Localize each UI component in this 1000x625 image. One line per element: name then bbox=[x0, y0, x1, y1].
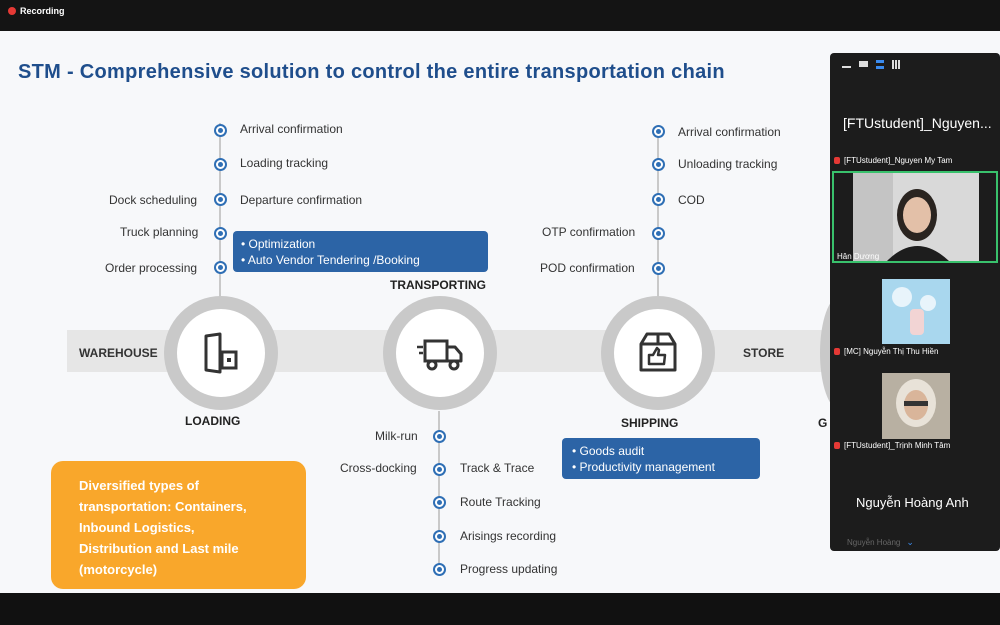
stage-label-transporting: TRANSPORTING bbox=[390, 278, 486, 292]
recording-label: Recording bbox=[20, 6, 65, 16]
stage-label-partial: G bbox=[818, 416, 828, 430]
speaker-view-icon[interactable] bbox=[876, 59, 884, 69]
step-label: Dock scheduling bbox=[109, 193, 198, 207]
timeline-dot bbox=[214, 158, 227, 171]
participant-avatar-image bbox=[882, 373, 950, 439]
view-switcher bbox=[830, 53, 1000, 75]
strip-view-icon[interactable] bbox=[859, 61, 868, 67]
participant-label: [MC] Nguyễn Thị Thu Hiền bbox=[834, 347, 938, 356]
shipping-stage-circle bbox=[601, 296, 715, 410]
truck-icon bbox=[417, 339, 463, 371]
timeline-dot bbox=[433, 430, 446, 443]
muted-mic-icon bbox=[834, 157, 840, 164]
timeline-dot bbox=[214, 227, 227, 240]
minimize-icon[interactable] bbox=[842, 66, 851, 68]
step-label: Track & Trace bbox=[460, 461, 535, 475]
participant-name: [MC] Nguyễn Thị Thu Hiền bbox=[844, 347, 939, 356]
step-label: Progress updating bbox=[460, 562, 558, 576]
participant-label: [FTUstudent]_Trịnh Minh Tâm bbox=[834, 441, 950, 450]
shipping-box: • Goods audit • Productivity management bbox=[562, 438, 760, 479]
stage-label-shipping: SHIPPING bbox=[621, 416, 679, 430]
slide-title: STM - Comprehensive solution to control … bbox=[18, 61, 725, 83]
participant-tile[interactable]: [FTUstudent]_Trịnh Minh Tâm bbox=[832, 363, 998, 455]
step-label: Departure confirmation bbox=[240, 193, 363, 207]
timeline-dot bbox=[433, 496, 446, 509]
step-label: OTP confirmation bbox=[542, 225, 636, 239]
step-label: Order processing bbox=[105, 261, 198, 275]
step-label: Arrival confirmation bbox=[678, 125, 781, 139]
step-label: Milk-run bbox=[375, 429, 418, 443]
step-label: Arisings recording bbox=[460, 529, 557, 543]
box-line: • Optimization bbox=[241, 237, 316, 251]
bottom-bar bbox=[0, 593, 1000, 625]
box-line: transportation: Containers, bbox=[79, 499, 247, 514]
step-label: Truck planning bbox=[120, 225, 199, 239]
recording-indicator: Recording bbox=[8, 6, 65, 16]
participant-tile[interactable]: [MC] Nguyễn Thị Thu Hiền bbox=[832, 269, 998, 359]
box-line: Inbound Logistics, bbox=[79, 520, 195, 535]
timeline-dot bbox=[433, 563, 446, 576]
box-line: • Auto Vendor Tendering /Booking bbox=[241, 253, 420, 267]
optimization-box: • Optimization • Auto Vendor Tendering /… bbox=[233, 231, 488, 272]
step-label: COD bbox=[678, 193, 705, 207]
step-label: Cross-docking bbox=[340, 461, 417, 475]
transporting-stage-circle bbox=[383, 296, 497, 410]
box-line: Diversified types of bbox=[79, 478, 199, 493]
box-line: • Productivity management bbox=[572, 460, 715, 474]
muted-mic-icon bbox=[834, 348, 840, 355]
participant-name-large: Nguyễn Hoàng Anh bbox=[856, 495, 969, 510]
top-bar: Recording bbox=[0, 0, 1000, 31]
loading-connector bbox=[219, 123, 221, 298]
shipping-connector bbox=[657, 126, 659, 298]
timeline-dot bbox=[433, 530, 446, 543]
step-label: POD confirmation bbox=[540, 261, 635, 275]
stage-label-loading: LOADING bbox=[185, 414, 241, 428]
transport-connector bbox=[438, 411, 440, 571]
band-label-warehouse: WAREHOUSE bbox=[79, 346, 158, 360]
door-icon bbox=[204, 332, 238, 374]
participant-name: Nguyễn Hoàng bbox=[847, 538, 901, 547]
timeline-dot bbox=[214, 261, 227, 274]
scroll-participant-label[interactable]: Nguyễn Hoàng ⌄ bbox=[847, 537, 914, 548]
step-label: Route Tracking bbox=[460, 495, 541, 509]
step-label: Unloading tracking bbox=[678, 157, 778, 171]
participant-avatar-image bbox=[882, 279, 950, 344]
box-line: Distribution and Last mile bbox=[79, 541, 239, 556]
participant-name: Hân Dương bbox=[837, 252, 880, 261]
participant-video bbox=[853, 173, 979, 261]
step-label: Arrival confirmation bbox=[240, 122, 343, 136]
timeline-dot bbox=[652, 227, 665, 240]
timeline-dot bbox=[652, 125, 665, 138]
chevron-down-icon[interactable]: ⌄ bbox=[906, 537, 914, 547]
package-thumbs-up-icon bbox=[639, 332, 677, 372]
timeline-dot bbox=[652, 158, 665, 171]
step-label: Loading tracking bbox=[240, 156, 329, 170]
gallery-view-icon[interactable] bbox=[892, 59, 901, 69]
timeline-dot bbox=[433, 463, 446, 476]
participant-name: [FTUstudent]_Trịnh Minh Tâm bbox=[844, 441, 951, 450]
participant-name-large: [FTUstudent]_Nguyen... bbox=[843, 115, 992, 131]
timeline-dot bbox=[652, 193, 665, 206]
record-icon bbox=[8, 7, 16, 15]
participant-label: [FTUstudent]_Nguyen My Tam bbox=[834, 156, 952, 165]
timeline-dot bbox=[652, 262, 665, 275]
timeline-dot bbox=[214, 124, 227, 137]
muted-mic-icon bbox=[834, 442, 840, 449]
box-line: • Goods audit bbox=[572, 444, 645, 458]
band-label-store: STORE bbox=[743, 346, 785, 360]
participant-name: [FTUstudent]_Nguyen My Tam bbox=[844, 156, 953, 165]
box-line: (motorcycle) bbox=[79, 562, 158, 577]
transport-types-box: Diversified types of transportation: Con… bbox=[51, 461, 306, 589]
participants-panel: [FTUstudent]_Nguyen... [FTUstudent]_Nguy… bbox=[830, 53, 1000, 551]
loading-stage-circle bbox=[164, 296, 278, 410]
timeline-dot bbox=[214, 193, 227, 206]
participant-tile-active[interactable]: Hân Dương bbox=[832, 171, 998, 263]
